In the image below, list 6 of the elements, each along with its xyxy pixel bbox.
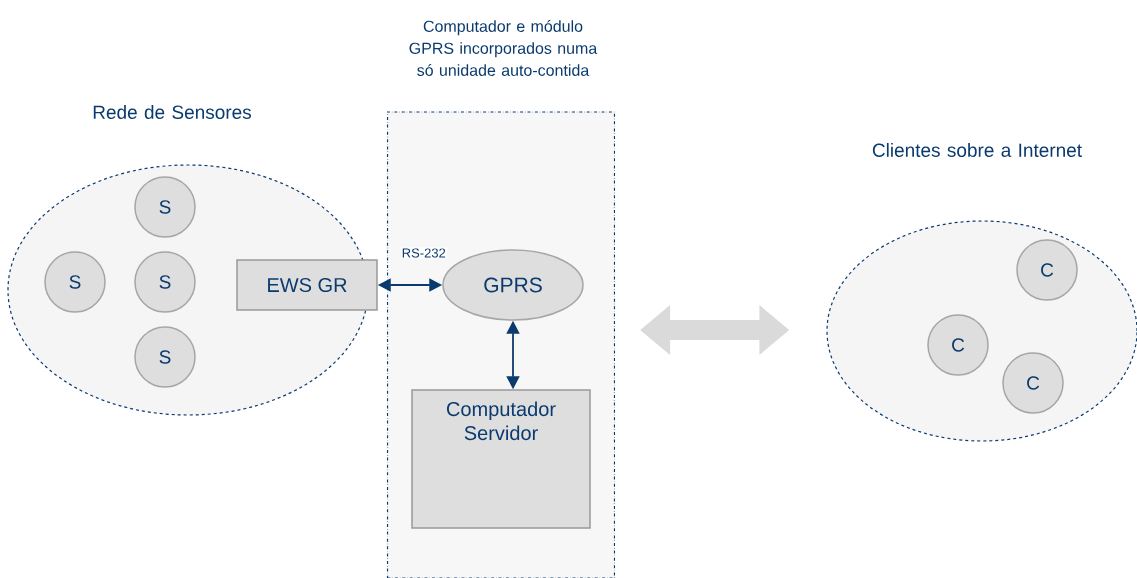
- server-box: Computador Servidor: [411, 389, 591, 529]
- edge-label: RS-232: [400, 247, 447, 259]
- unit-heading: Computador e módulo GPRS incorporados numa só unidade auto-contida: [409, 20, 598, 76]
- module-box: EWS GR: [236, 259, 378, 311]
- group-heading: Rede de Sensores: [93, 105, 251, 119]
- group-heading: Clientes sobre a Internet: [872, 143, 1082, 157]
